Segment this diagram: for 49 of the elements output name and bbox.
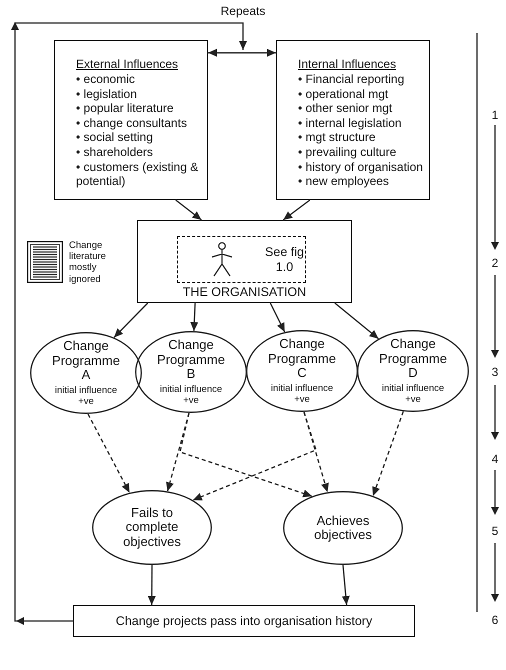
programme-ellipse — [246, 330, 358, 412]
programme-title: Change Programme A — [51, 339, 121, 383]
outcome-ellipse — [283, 491, 403, 565]
programme-ellipse — [357, 330, 469, 412]
programme-title: Change Programme B — [156, 338, 226, 382]
bullet-item: • popular literature — [76, 101, 174, 116]
bullet-item: • social setting — [76, 130, 153, 145]
programme-note: initial influence +ve — [158, 384, 224, 406]
bullet-item: • change consultants — [76, 116, 187, 130]
outcome-text: Achieves objectives — [313, 514, 373, 542]
programme-title: Change Programme C — [267, 337, 337, 381]
reference-text: See fig 1.0 — [264, 245, 304, 274]
programme-note: initial influence +ve — [54, 384, 118, 407]
programme-title: Change Programme D — [378, 337, 448, 381]
programme-ellipse — [30, 332, 142, 414]
note-text: Change literature mostly ignored — [69, 240, 107, 285]
bullet-item: • mgt structure — [298, 130, 376, 145]
step-number: 3 — [490, 365, 500, 379]
programme-note: initial influence +ve — [270, 382, 334, 405]
step-number: 4 — [490, 452, 500, 466]
programme-ellipse — [135, 331, 247, 413]
outcome-ellipse — [92, 490, 212, 565]
bullet-item: • new employees — [298, 174, 389, 189]
programme-note: initial influence +ve — [380, 382, 446, 405]
step-number: 2 — [490, 256, 500, 270]
bullet-item: • economic — [76, 72, 135, 87]
list-box — [54, 40, 208, 200]
bullet-item: • Financial reporting — [298, 72, 404, 87]
loop-label: Repeats — [220, 4, 266, 18]
bullet-item: • legislation — [76, 86, 137, 102]
bullet-item: • prevailing culture — [298, 144, 396, 160]
bullet-item: • customers (existing & potential) — [76, 160, 200, 189]
step-number: 5 — [490, 524, 500, 538]
process-box — [73, 605, 415, 637]
bullet-item: • internal legislation — [298, 116, 402, 130]
bullet-item: • other senior mgt — [298, 101, 392, 116]
box-heading: Internal Influences — [298, 57, 396, 72]
outcome-text: Fails to complete objectives — [122, 506, 182, 550]
process-box — [137, 220, 352, 303]
dashed-box — [177, 236, 306, 283]
box-text: Change projects pass into organisation history — [116, 614, 372, 628]
box-title: THE ORGANISATION — [182, 285, 308, 299]
step-number: 6 — [490, 613, 500, 627]
bullet-item: • operational mgt — [298, 86, 388, 102]
bullet-item: • history of organisation — [298, 160, 423, 174]
list-box — [276, 40, 430, 200]
step-number: 1 — [490, 108, 500, 122]
box-heading: External Influences — [76, 57, 178, 72]
bullet-item: • shareholders — [76, 144, 153, 160]
